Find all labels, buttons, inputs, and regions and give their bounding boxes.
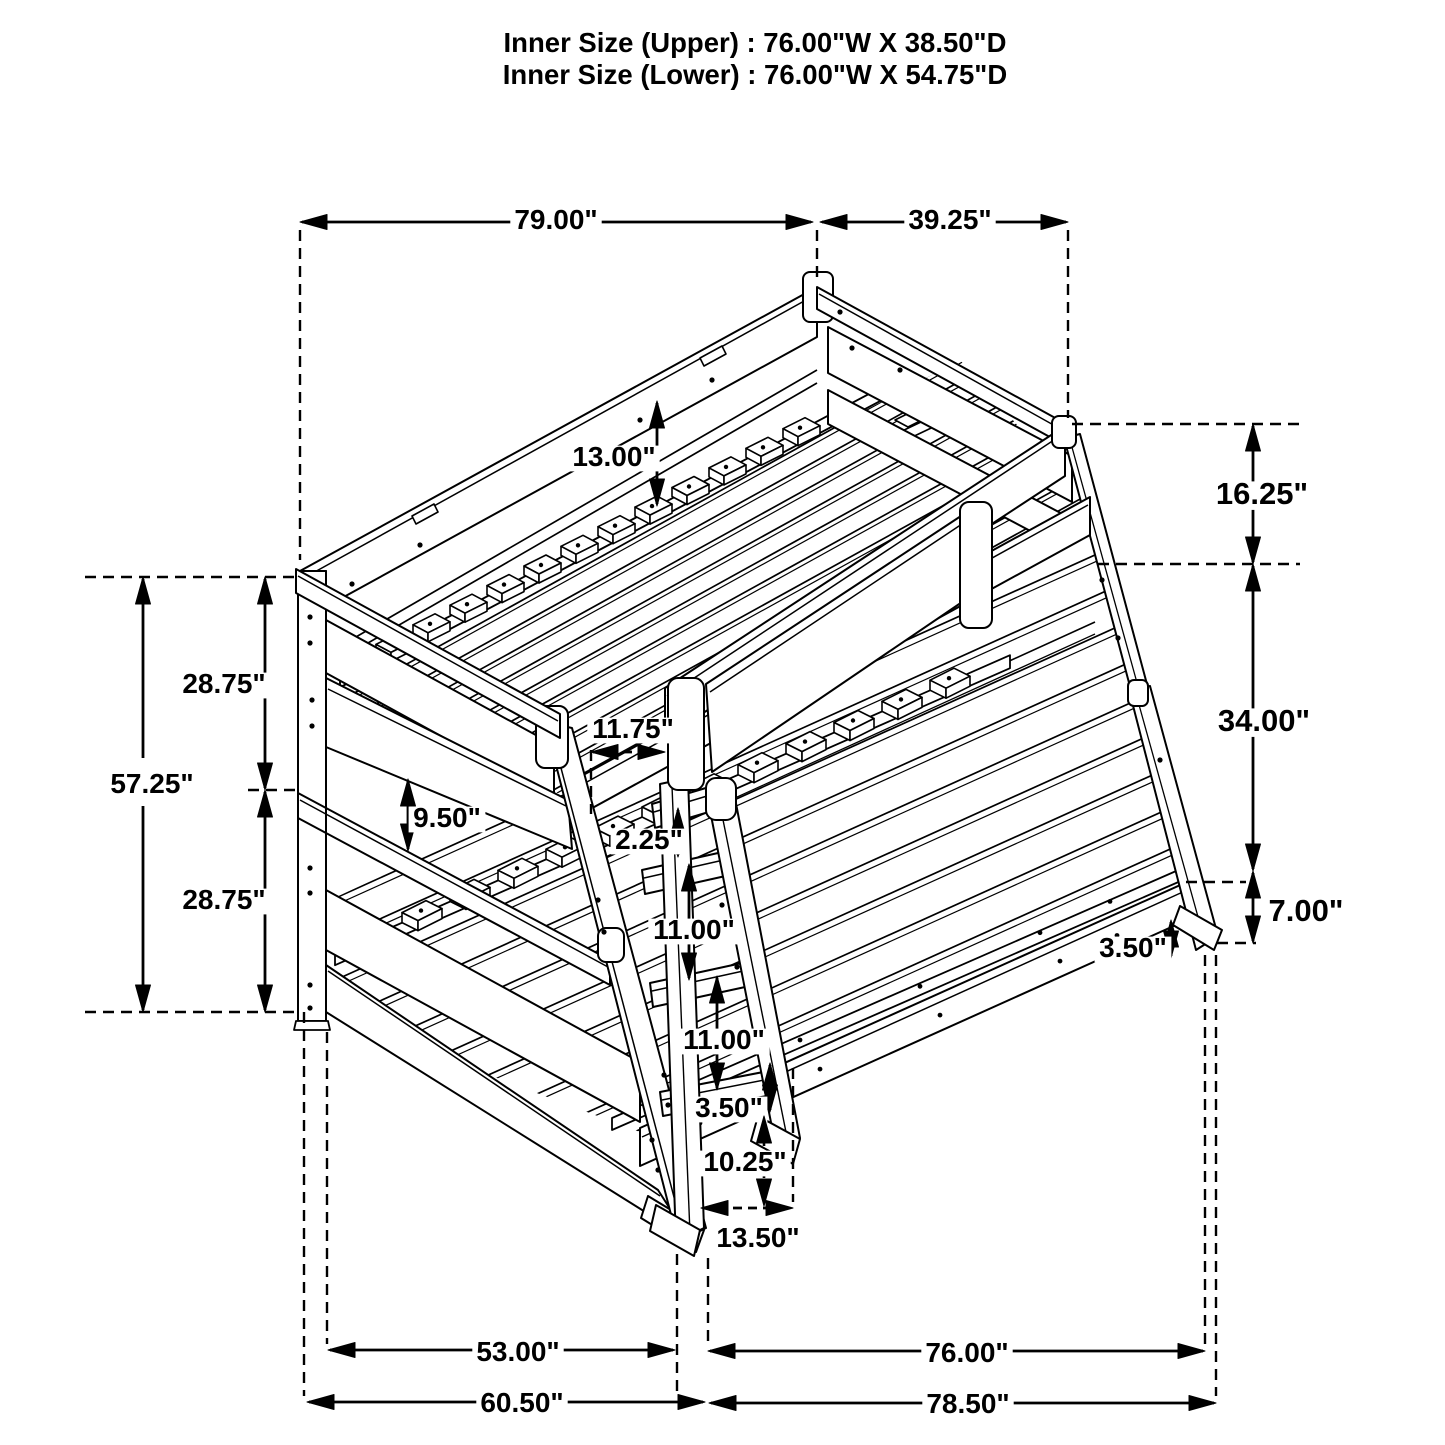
svg-text:7.00": 7.00"	[1268, 893, 1343, 928]
svg-text:76.00": 76.00"	[925, 1337, 1008, 1368]
svg-text:28.75": 28.75"	[182, 884, 265, 915]
svg-text:28.75": 28.75"	[182, 668, 265, 699]
svg-text:2.25": 2.25"	[615, 824, 683, 855]
svg-text:16.25": 16.25"	[1216, 476, 1308, 511]
svg-text:13.50": 13.50"	[716, 1222, 799, 1253]
svg-text:79.00": 79.00"	[514, 204, 597, 235]
svg-text:13.00": 13.00"	[572, 441, 655, 472]
svg-text:57.25": 57.25"	[110, 768, 193, 799]
svg-text:Inner Size (Upper) : 76.00"W X: Inner Size (Upper) : 76.00"W X 38.50"D	[504, 27, 1007, 58]
svg-text:78.50": 78.50"	[926, 1388, 1009, 1419]
svg-text:11.00": 11.00"	[683, 1024, 765, 1055]
svg-text:34.00": 34.00"	[1218, 703, 1310, 738]
svg-text:60.50": 60.50"	[480, 1387, 563, 1418]
svg-text:10.25": 10.25"	[703, 1146, 786, 1177]
svg-text:53.00": 53.00"	[476, 1336, 559, 1367]
svg-text:Inner Size (Lower) : 76.00"W X: Inner Size (Lower) : 76.00"W X 54.75"D	[503, 59, 1007, 90]
svg-text:11.00": 11.00"	[653, 914, 735, 945]
svg-text:3.50": 3.50"	[695, 1092, 763, 1123]
svg-text:39.25": 39.25"	[908, 204, 991, 235]
svg-text:9.50": 9.50"	[413, 802, 481, 833]
svg-text:3.50": 3.50"	[1099, 932, 1167, 963]
svg-text:11.75": 11.75"	[592, 713, 674, 744]
